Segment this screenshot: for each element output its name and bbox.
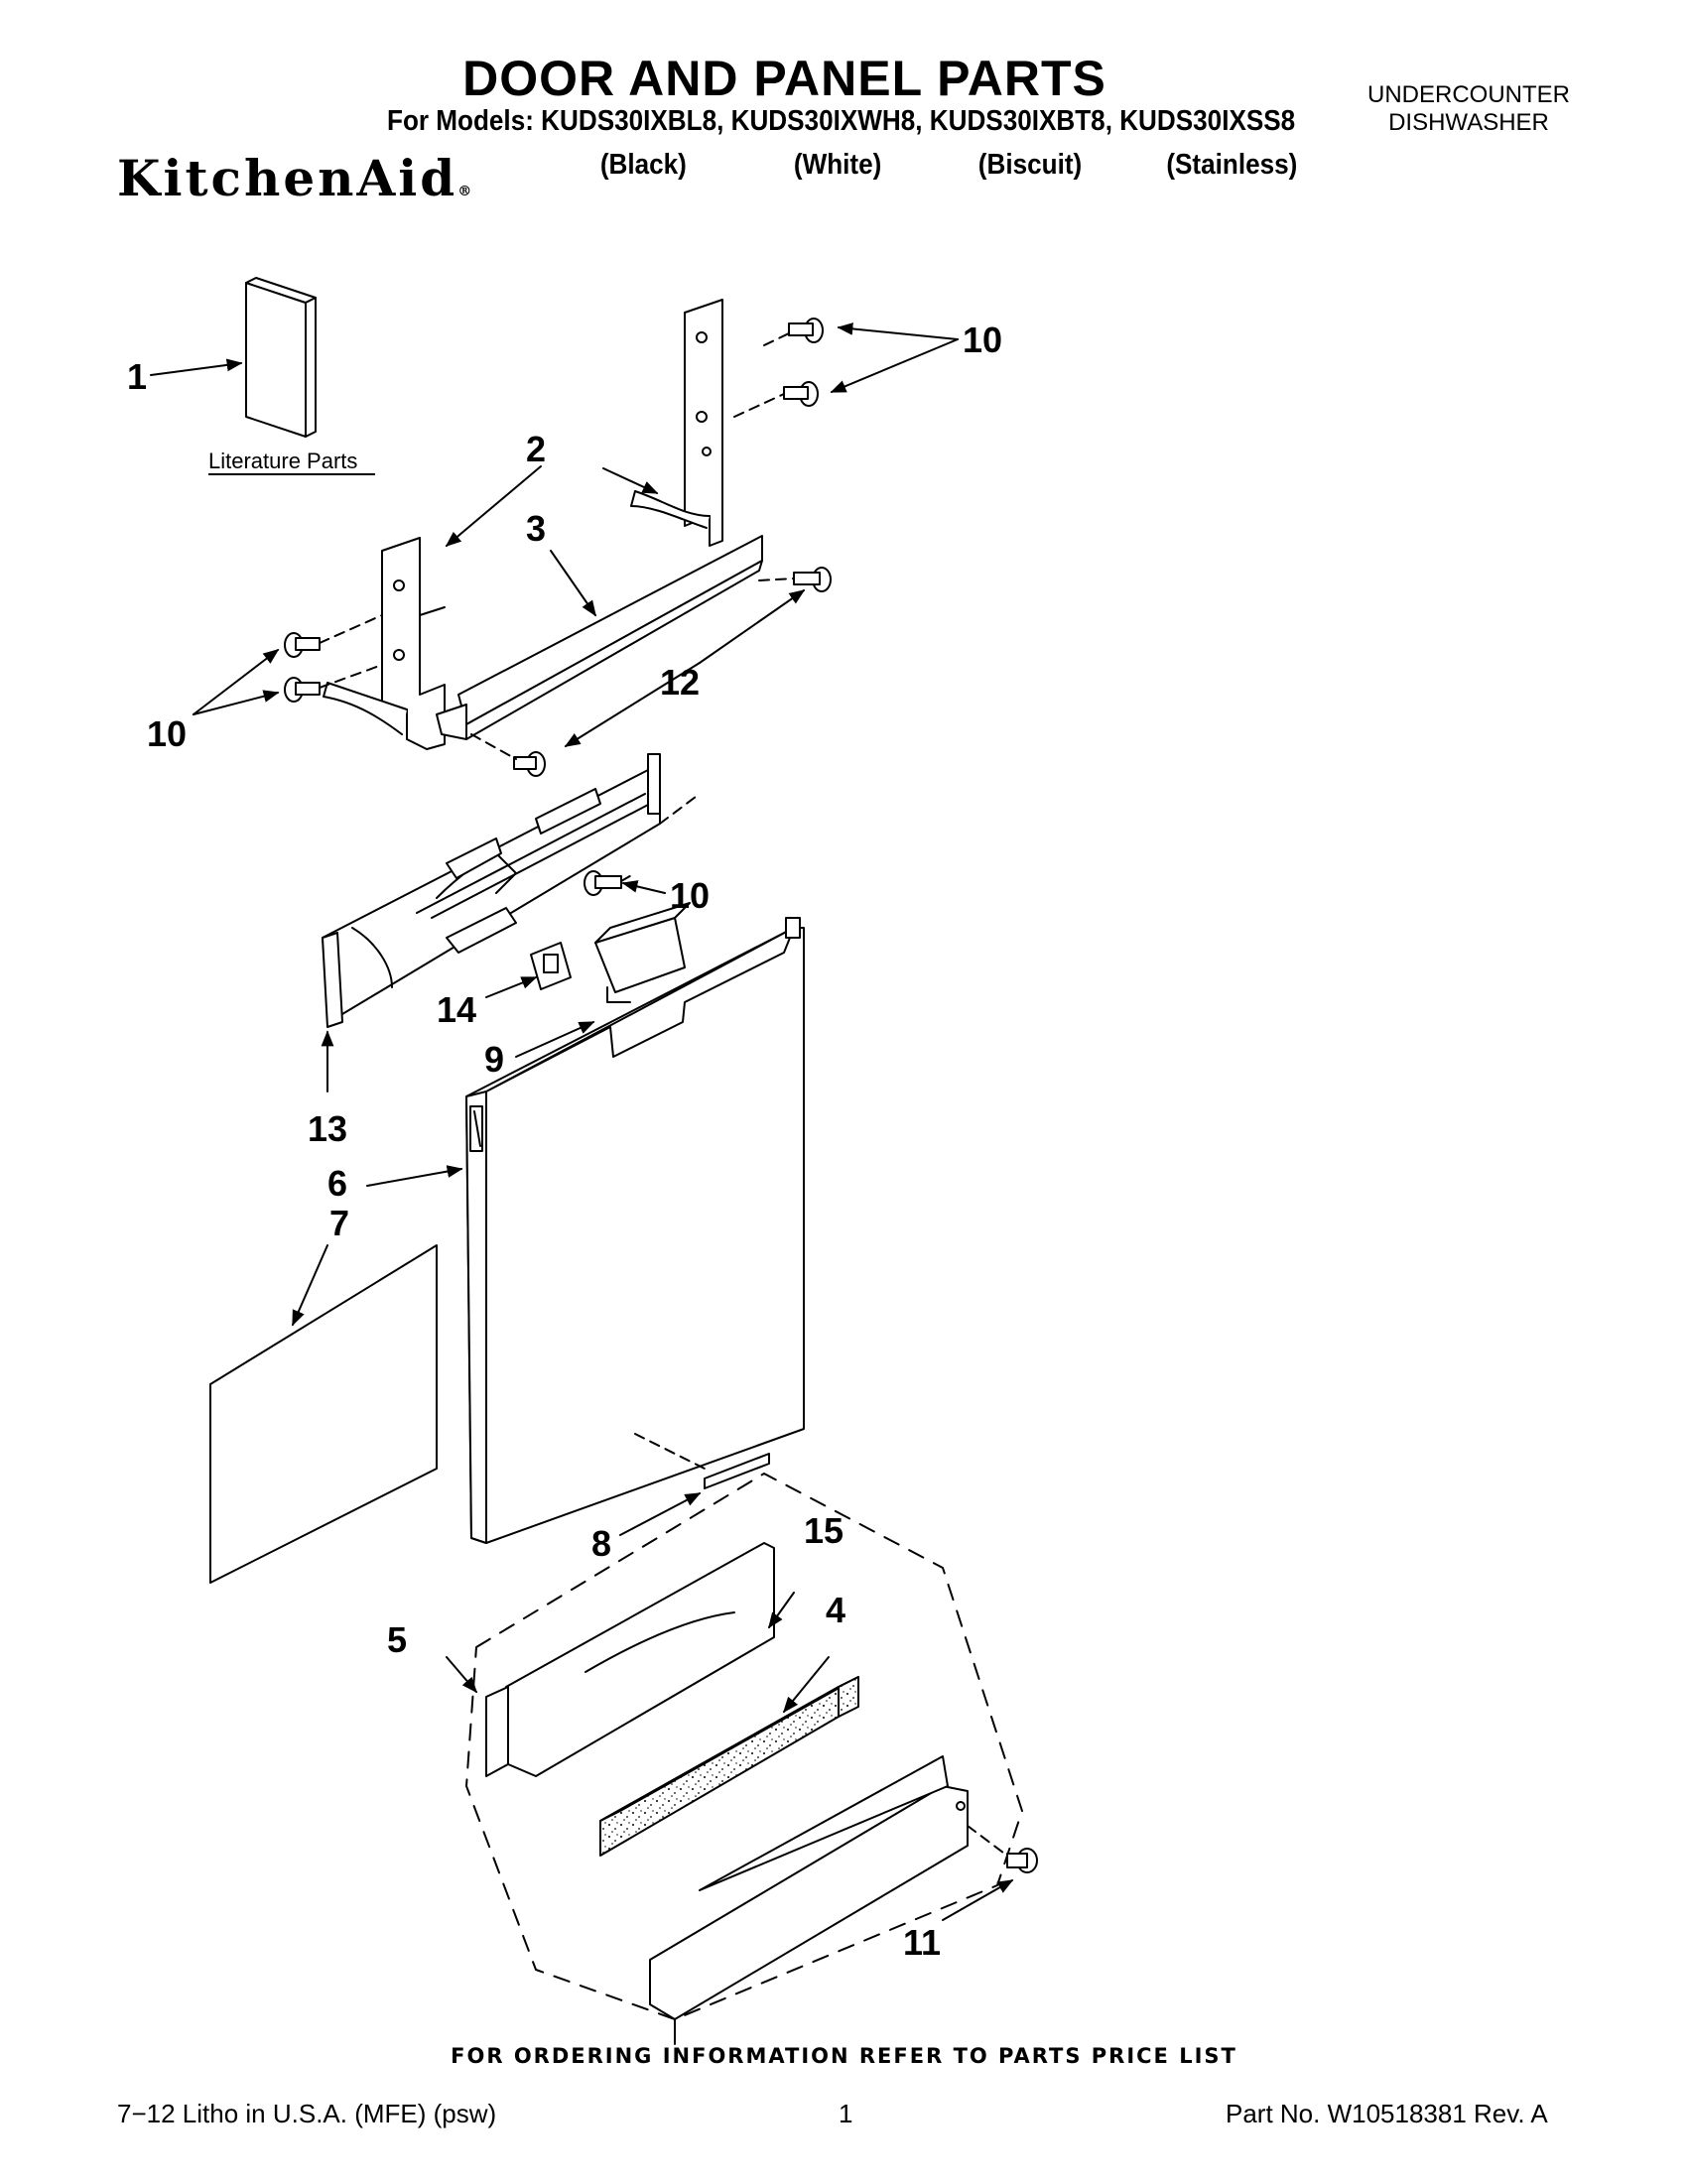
screw-part [284, 614, 383, 658]
callout-9: 9 [484, 1039, 504, 1080]
toe-kick-panel [485, 1542, 775, 1777]
callout-15: 15 [804, 1510, 844, 1551]
brand-logo: KitchenAid® [117, 149, 471, 207]
litho-info: 7−12 Litho in U.S.A. (MFE) (psw) [117, 2099, 497, 2128]
screw-part [758, 567, 832, 592]
callout-1: 1 [127, 356, 147, 397]
screw-part [967, 1825, 1038, 1873]
callout-13: 13 [308, 1108, 347, 1149]
screw-part [584, 870, 636, 896]
screw-part [284, 664, 383, 703]
inner-door-panel [465, 917, 805, 1544]
callout-6: 6 [327, 1163, 347, 1204]
foam-insulation-strip [599, 1676, 859, 1857]
callout-5: 5 [387, 1619, 407, 1660]
callout-4: 4 [826, 1590, 845, 1630]
screw-part [763, 318, 824, 346]
appliance-type: UNDERCOUNTER DISHWASHER [1330, 81, 1608, 137]
outer-door-panel [209, 1244, 438, 1584]
base-toe-plate [649, 1755, 969, 2045]
brand-name: KitchenAid [117, 149, 458, 207]
callout-10-left: 10 [147, 713, 187, 754]
part-number: Part No. W10518381 Rev. A [1226, 2099, 1548, 2128]
page-title: DOOR AND PANEL PARTS [462, 51, 1106, 106]
left-door-bracket [323, 537, 446, 750]
screw-part [470, 733, 546, 777]
color-black: (Black) [599, 149, 687, 181]
callout-10-top: 10 [963, 320, 1002, 360]
page-number: 1 [839, 2099, 853, 2128]
door-handle-part [594, 902, 691, 1003]
screw-part [733, 381, 819, 418]
brand-badge-part [634, 1433, 770, 1489]
literature-booklet-part [245, 277, 317, 438]
door-latch-part [530, 942, 572, 990]
callout-7: 7 [329, 1203, 349, 1243]
appliance-type-line2: DISHWASHER [1388, 109, 1549, 136]
color-stainless: (Stainless) [1166, 149, 1298, 181]
callout-2: 2 [526, 429, 546, 469]
callout-10-mid: 10 [670, 875, 710, 916]
color-white: (White) [793, 149, 882, 181]
control-console-housing [322, 753, 701, 1028]
literature-parts-label: Literature Parts [208, 449, 357, 473]
callout-11: 11 [903, 1922, 941, 1963]
models-line: For Models: KUDS30IXBL8, KUDS30IXWH8, KU… [387, 105, 1296, 137]
ordering-info: FOR ORDERING INFORMATION REFER TO PARTS … [451, 2044, 1237, 2068]
callout-3: 3 [526, 508, 546, 549]
right-door-bracket [630, 299, 723, 547]
callout-12: 12 [660, 662, 700, 703]
color-biscuit: (Biscuit) [977, 149, 1083, 181]
top-door-panel-rail [436, 535, 763, 740]
brand-registered-mark: ® [457, 184, 472, 199]
callout-8: 8 [591, 1523, 611, 1564]
callout-14: 14 [437, 989, 476, 1030]
appliance-type-line1: UNDERCOUNTER [1367, 81, 1570, 108]
